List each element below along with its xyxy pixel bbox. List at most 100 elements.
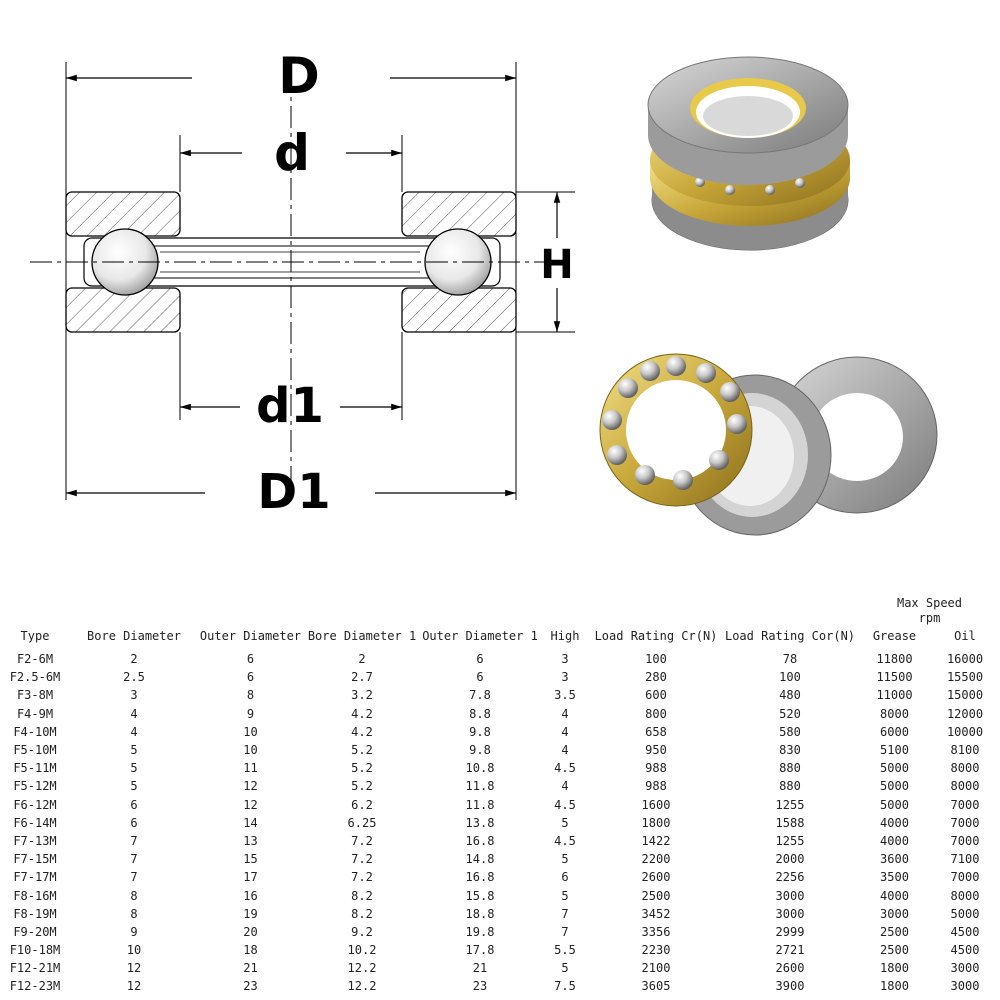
cell-oil: 8000 xyxy=(950,761,980,776)
cell-grease: 5000 xyxy=(880,779,909,794)
label-D: D xyxy=(278,47,320,105)
cell-load-cor: 580 xyxy=(779,724,801,739)
header-outer-diameter: Outer Diameter xyxy=(199,629,302,643)
cell-grease: 5000 xyxy=(880,761,909,776)
cell-load-cor: 3000 xyxy=(775,906,805,921)
cell-type: F12-23M xyxy=(9,979,61,994)
cell-oil: 3000 xyxy=(950,979,980,994)
cell-outer-diameter: 17 xyxy=(243,870,258,885)
cell-bore-diameter: 8 xyxy=(130,906,138,921)
cell-outer-diameter: 9 xyxy=(246,706,255,721)
cell-outer-diameter: 16 xyxy=(243,888,258,903)
cell-load-cor: 2721 xyxy=(775,943,805,958)
cell-outer-diameter: 14 xyxy=(243,815,258,830)
cell-high: 3 xyxy=(561,670,569,685)
cell-oil: 3000 xyxy=(950,961,980,976)
cell-bore-diameter-1: 5.2 xyxy=(351,779,373,794)
cell-high: 7 xyxy=(561,924,569,939)
header-max-speed: Max Speed rpm xyxy=(859,588,1000,626)
cell-type: F5-10M xyxy=(13,743,57,758)
cell-bore-diameter: 7 xyxy=(130,852,138,867)
cell-load-cr: 2230 xyxy=(641,943,671,958)
cell-high: 4.5 xyxy=(554,797,576,812)
cell-oil: 16000 xyxy=(946,652,984,667)
cell-load-cor: 830 xyxy=(779,743,801,758)
header-type: Type xyxy=(20,629,50,643)
cell-load-cr: 988 xyxy=(645,779,667,794)
cell-high: 5.5 xyxy=(554,943,576,958)
cell-load-cor: 880 xyxy=(779,761,801,776)
cell-outer-diameter-1: 8.8 xyxy=(469,706,491,721)
cell-outer-diameter-1: 11.8 xyxy=(465,779,495,794)
cell-outer-diameter: 23 xyxy=(243,979,258,994)
cell-outer-diameter-1: 6 xyxy=(476,652,484,667)
cell-outer-diameter-1: 11.8 xyxy=(465,797,495,812)
cell-bore-diameter-1: 4.2 xyxy=(351,706,373,721)
cell-bore-diameter: 8 xyxy=(130,888,138,903)
cell-oil: 8000 xyxy=(950,779,980,794)
cell-load-cr: 658 xyxy=(645,724,667,739)
cell-oil: 10000 xyxy=(946,724,984,739)
cell-grease: 2500 xyxy=(880,943,909,958)
cell-grease: 2500 xyxy=(880,924,909,939)
cell-outer-diameter-1: 7.8 xyxy=(469,688,491,703)
cell-bore-diameter: 5 xyxy=(130,779,138,794)
header-bore-diameter-1: Bore Diameter 1 xyxy=(307,629,417,643)
cell-load-cor: 880 xyxy=(779,779,801,794)
cell-load-cor: 100 xyxy=(779,670,801,685)
cell-load-cr: 3356 xyxy=(641,924,671,939)
header-grease: Grease xyxy=(872,629,917,643)
cell-outer-diameter: 13 xyxy=(243,833,258,848)
cell-outer-diameter: 6 xyxy=(246,652,255,667)
exploded-bearing-photo xyxy=(599,353,938,536)
cell-type: F6-12M xyxy=(13,797,57,812)
cell-outer-diameter-1: 6 xyxy=(476,670,484,685)
cell-load-cor: 520 xyxy=(779,706,801,721)
cell-oil: 12000 xyxy=(946,706,984,721)
cell-load-cr: 2100 xyxy=(641,961,671,976)
cell-load-cr: 3605 xyxy=(641,979,671,994)
cell-oil: 7000 xyxy=(950,833,980,848)
cell-bore-diameter: 6 xyxy=(130,815,138,830)
cell-load-cr: 800 xyxy=(645,706,667,721)
cell-bore-diameter: 3 xyxy=(130,688,138,703)
cell-grease: 11000 xyxy=(876,688,913,703)
cell-outer-diameter-1: 23 xyxy=(472,979,488,994)
cell-load-cr: 100 xyxy=(645,652,667,667)
cell-oil: 8000 xyxy=(950,888,980,903)
cell-grease: 4000 xyxy=(880,833,909,848)
cell-bore-diameter: 6 xyxy=(130,797,138,812)
label-d1: d1 xyxy=(256,378,324,434)
cell-bore-diameter-1: 7.2 xyxy=(351,833,373,848)
cell-bore-diameter-1: 9.2 xyxy=(351,924,373,939)
cell-high: 4 xyxy=(561,743,569,758)
cell-type: F10-18M xyxy=(9,943,61,958)
cell-outer-diameter-1: 15.8 xyxy=(465,888,495,903)
cell-type: F5-12M xyxy=(13,779,57,794)
cell-bore-diameter: 12 xyxy=(126,961,142,976)
cell-load-cor: 3900 xyxy=(775,979,805,994)
cell-bore-diameter: 4 xyxy=(130,724,138,739)
cell-load-cr: 280 xyxy=(645,670,667,685)
cell-bore-diameter: 5 xyxy=(130,743,138,758)
cell-bore-diameter-1: 7.2 xyxy=(351,852,373,867)
header-oil: Oil xyxy=(954,629,976,643)
cell-oil: 7000 xyxy=(950,797,980,812)
cell-outer-diameter-1: 16.8 xyxy=(465,870,495,885)
header-load-rating-cor: Load Rating Cor(N) xyxy=(724,629,856,643)
cell-load-cor: 3000 xyxy=(775,888,805,903)
header-max-speed-unit: rpm xyxy=(918,611,941,625)
cell-outer-diameter: 18 xyxy=(243,943,258,958)
cell-outer-diameter-1: 9.8 xyxy=(469,724,491,739)
cell-high: 5 xyxy=(561,852,569,867)
